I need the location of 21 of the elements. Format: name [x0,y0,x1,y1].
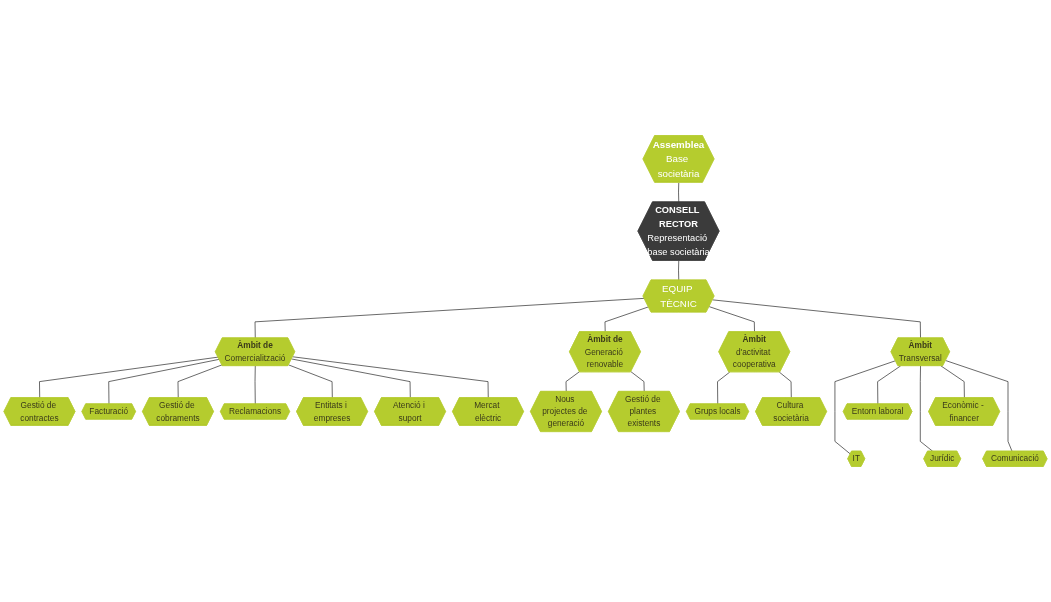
connector [630,371,645,392]
connector [678,260,680,281]
connector [604,306,649,333]
connector [708,306,755,333]
connector [778,371,792,399]
connector [254,298,645,339]
connector [177,364,223,399]
connector [288,364,333,399]
connector [108,358,220,405]
connector [565,371,580,392]
connector [877,365,902,405]
connector [717,371,731,405]
connector [834,360,896,455]
connector [292,356,489,399]
connector [945,360,1013,452]
connector [712,299,921,339]
connector [919,365,934,452]
connector [291,358,411,399]
connector [678,182,680,203]
connector [940,365,965,399]
connector [39,356,219,399]
